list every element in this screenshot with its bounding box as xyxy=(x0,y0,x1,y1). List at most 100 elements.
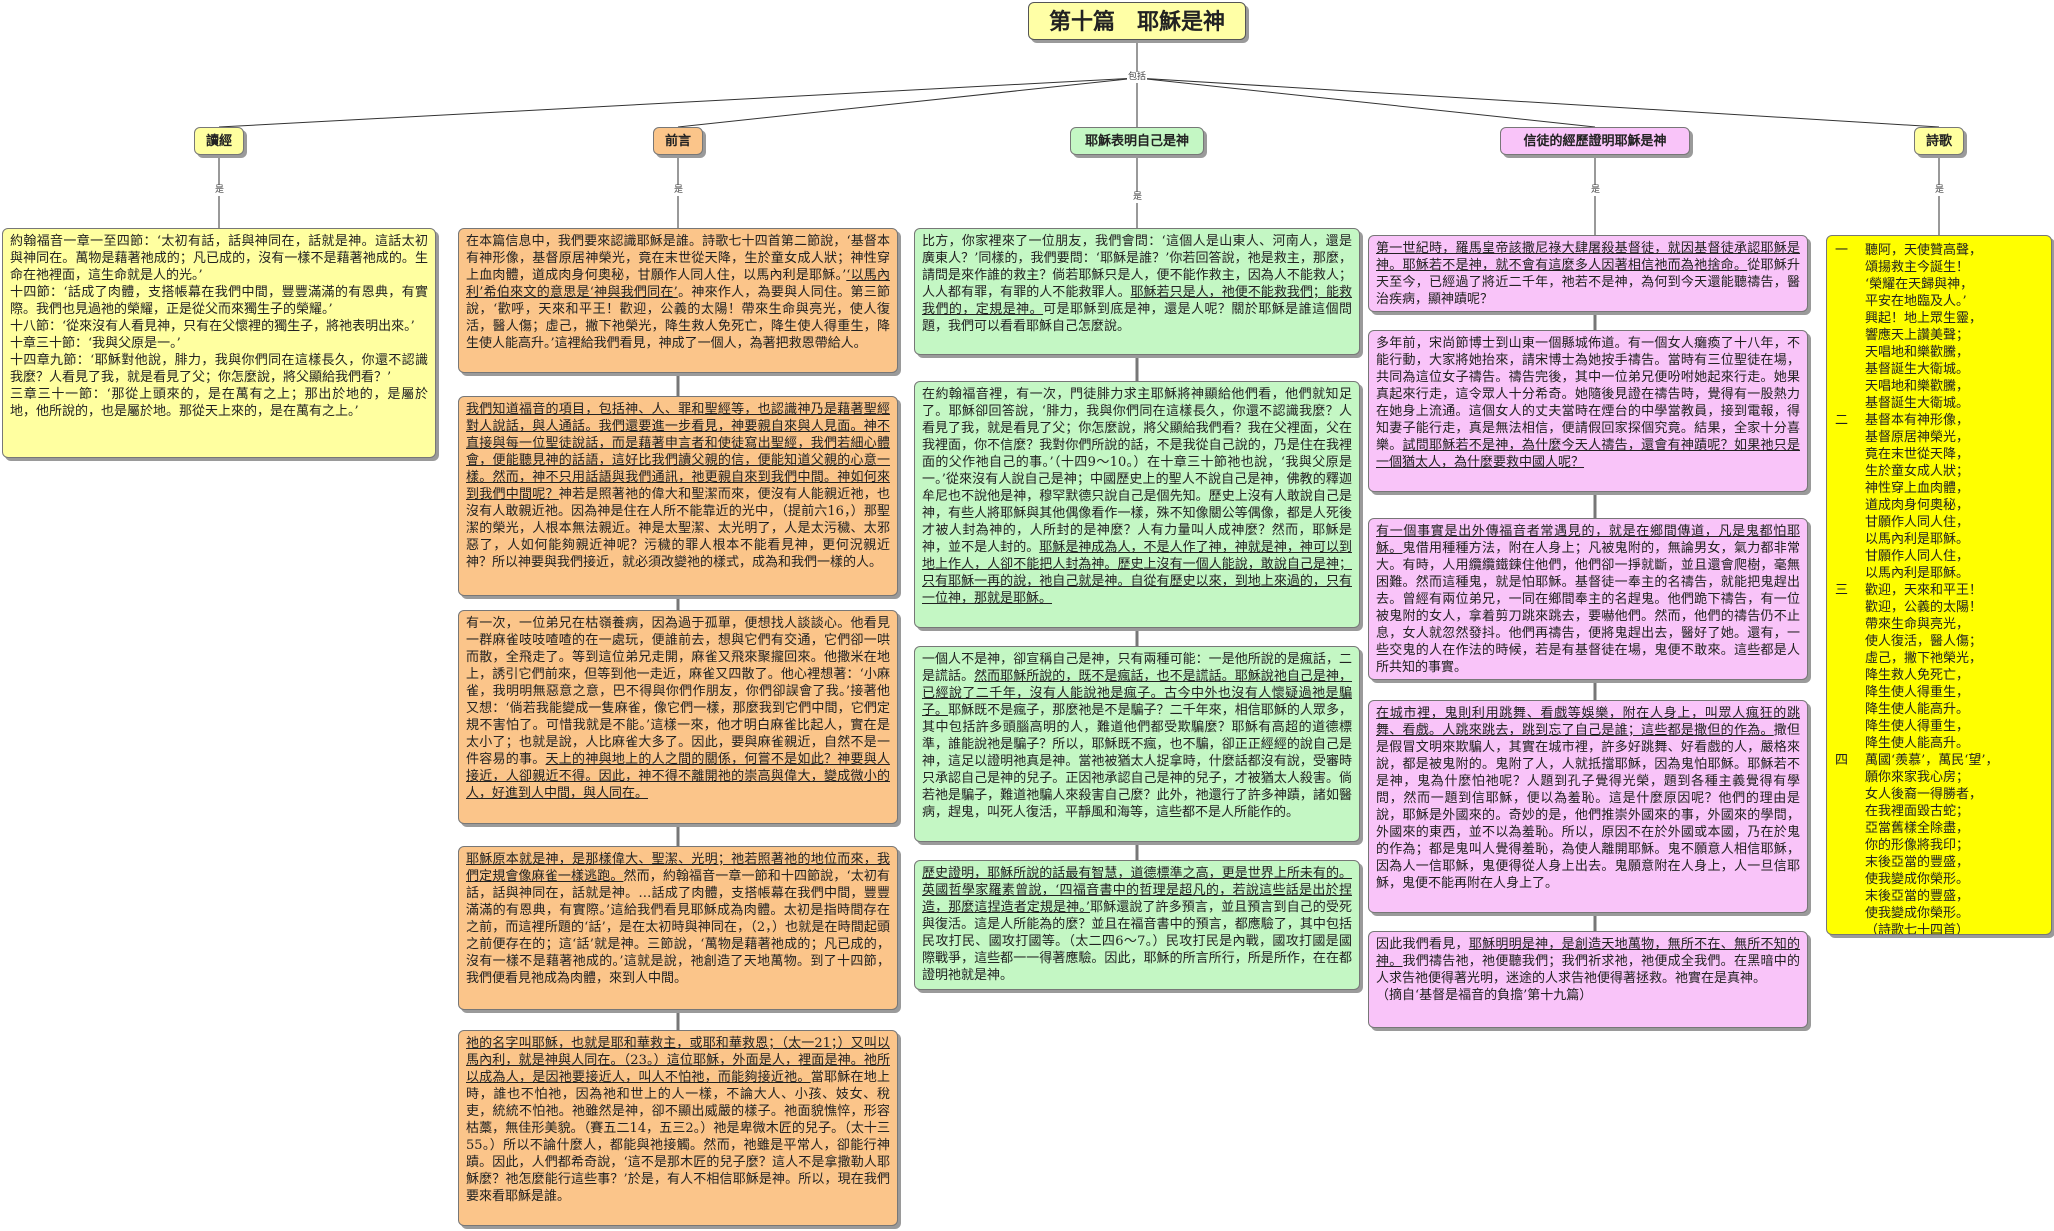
hymn-line-text: 以馬內利是耶穌。 xyxy=(1865,566,1970,581)
hymn-stanza-number xyxy=(1835,888,1865,905)
hymn-line: 天唱地和樂歡騰， xyxy=(1835,344,2043,361)
hymn-stanza-number xyxy=(1835,837,1865,854)
hymn-line: 甘願作人同人住， xyxy=(1835,514,2043,531)
hymn-stanza-number xyxy=(1835,565,1865,582)
card-text-underlined: 歷史證明，耶穌所說的話最有智慧，道德標準之高，更是世界上所未有的。英國哲學家羅素… xyxy=(922,866,1352,915)
hymn-line-text: 在我裡面毀古蛇； xyxy=(1865,804,1970,819)
experience-card-1: 第一世紀時，羅馬皇帝該撒尼祿大肆屠殺基督徒，就因基督徒承認耶穌是神。耶穌若不是神… xyxy=(1368,235,1808,312)
hymn-stanza-number xyxy=(1835,378,1865,395)
card-text: 耶穌既不是瘋子，那麼祂是不是騙子？二千年來，相信耶穌的人眾多，其中包括許多頭腦高… xyxy=(922,703,1352,820)
hymn-line: 神性穿上血肉體， xyxy=(1835,480,2043,497)
card-text-underlined: 耶穌原本就是神，是那樣偉大、聖潔、光明；祂若照著祂的地位而來，我們定規會像麻雀一… xyxy=(466,852,890,884)
connector-label-is: 是 xyxy=(1934,185,1946,196)
hymn-line: 平安在地臨及人。’ xyxy=(1835,293,2043,310)
hymn-source: （詩歌七十四首） xyxy=(1865,923,1970,935)
hymn-line: 一聽阿，天使贊高聲， xyxy=(1835,242,2043,259)
preface-card-3: 有一次，一位弟兄在枯嶺養病，因為過于孤單，便想找人談談心。他看見一群麻雀吱吱喳喳… xyxy=(458,610,898,824)
connector-label-is: 是 xyxy=(214,185,226,196)
experience-card-2: 多年前，宋尚節博士到山東一個縣城佈道。有一個女人癱瘓了十八年，不能行動，大家將她… xyxy=(1368,330,1808,492)
card-text: 因此我們看見， xyxy=(1376,937,1469,952)
hymn-line: 女人後裔一得勝者， xyxy=(1835,786,2043,803)
hymn-card: 一聽阿，天使贊高聲，頌揚救主今誕生！‘榮耀在天歸與神，平安在地臨及人。’興起！地… xyxy=(1826,235,2052,935)
card-text: 。神來作人，為要與人同住。第三節說，‘歡呼，天來和平王！歡迎，公義的太陽！帶來生… xyxy=(466,285,890,351)
card-text-underlined: 在城市裡，鬼則利用跳舞、看戲等娛樂，附在人身上，叫眾人瘋狂的跳舞、看戲。人跳來跳… xyxy=(1376,706,1800,738)
card-text: 我們禱告祂，祂便聽我們；我們祈求祂，祂便成全我們。在黑暗中的人求告祂便得著光明，… xyxy=(1376,954,1800,986)
hymn-line: 四萬國‘羨慕’，萬民‘望’， xyxy=(1835,752,2043,769)
reading-text: 三章三十一節：‘那從上頭來的，是在萬有之上；那出於地的，是屬於地，他所說的，也是… xyxy=(10,387,428,419)
card-text: 然而，約翰福音一章一節和十四節說，‘太初有話，話與神同在，話就是神。…話成了肉體… xyxy=(466,869,890,986)
hymn-line: 以馬內利是耶穌。 xyxy=(1835,565,2043,582)
hymn-line-text: 生於童女成人狀； xyxy=(1865,464,1970,479)
hymn-line-text: 末後亞當的豐盛， xyxy=(1865,889,1970,904)
hymn-line: 基督誕生大衛城。 xyxy=(1835,395,2043,412)
hymn-line: 甘願作人同人住， xyxy=(1835,548,2043,565)
hymn-line: 使人復活，醫人傷； xyxy=(1835,633,2043,650)
hymn-stanza-number xyxy=(1835,310,1865,327)
hymn-line: 以馬內利是耶穌。 xyxy=(1835,531,2043,548)
hymn-stanza-number xyxy=(1835,480,1865,497)
hymn-stanza-number xyxy=(1835,548,1865,565)
card-text: 神若是照著祂的偉大和聖潔而來，便沒有人能親近祂，也沒有人敢親近祂。因為神是住在人… xyxy=(466,487,890,570)
hymn-line-text: 使我變成你榮形。 xyxy=(1865,906,1970,921)
card-text-underlined: 有一個事實是出外傳福音者常遇見的，就是在鄉間傳道，凡是鬼都怕耶穌。 xyxy=(1376,524,1800,556)
hymn-line-text: 降生救人免死亡， xyxy=(1865,668,1970,683)
hymn-line-text: 基督原居神榮光， xyxy=(1865,430,1970,445)
hymn-stanza-number xyxy=(1835,429,1865,446)
hymn-line-text: 以馬內利是耶穌。 xyxy=(1865,532,1970,547)
hymn-stanza-number xyxy=(1835,446,1865,463)
hymn-stanza-number xyxy=(1835,650,1865,667)
hymn-line-text: 歡迎，公義的太陽！ xyxy=(1865,600,1983,615)
hymn-stanza-number xyxy=(1835,531,1865,548)
card-text-underlined: ‘以馬內利’希伯來文的意思是‘神與我們同在’ xyxy=(466,268,890,300)
hymn-stanza-number xyxy=(1835,327,1865,344)
hymn-stanza-number: 四 xyxy=(1835,753,1849,768)
diagram-title: 第十篇 耶穌是神 xyxy=(1028,2,1246,40)
hymn-line: 頌揚救主今誕生！ xyxy=(1835,259,2043,276)
experience-card-5: 因此我們看見，耶穌明明是神，是創造天地萬物，無所不在、無所不知的神。我們禱告祂，… xyxy=(1368,931,1808,1028)
hymn-line-text: 降生使人能高升。 xyxy=(1865,736,1970,751)
hymn-line: 竟在末世從天降， xyxy=(1835,446,2043,463)
hymn-line-text: 竟在末世從天降， xyxy=(1865,447,1970,462)
card-text-underlined: 我們知道福音的項目，包括神、人、罪和聖經等，也認識神乃是藉著聖經對人說話，與人通… xyxy=(466,402,890,502)
hymn-line: 降生使人得重生， xyxy=(1835,718,2043,735)
card-text: 耶穌還說了許多預言，並且預言到自己的受死與復活。這是人所能為的麼？並且在福音書中… xyxy=(922,900,1352,983)
hymn-line-text: 頌揚救主今誕生！ xyxy=(1865,260,1970,275)
hymn-stanza-number: 一 xyxy=(1835,243,1849,258)
hymn-line: 降生使人能高升。 xyxy=(1835,701,2043,718)
hymn-line-text: 使人復活，醫人傷； xyxy=(1865,634,1983,649)
hymn-line-text: 願你來家我心房； xyxy=(1865,770,1970,785)
hymn-line-text: 興起！地上眾生靈， xyxy=(1865,311,1983,326)
hymn-line-text: 女人後裔一得勝者， xyxy=(1865,787,1983,802)
card-text-underlined: 耶穌是神成為人，不是人作了神，神就是神，神可以到地上作人，人卻不能把人封為神。歷… xyxy=(922,540,1352,606)
reading-text: 十八節：‘從來沒有人看見神，只有在父懷裡的獨生子，將祂表明出來。’ xyxy=(10,319,415,334)
hymn-stanza-number xyxy=(1835,820,1865,837)
card-text: 一個人不是神，卻宣稱自己是神，只有兩種可能：一是他所說的是瘋話，二是謊話。 xyxy=(922,652,1352,684)
hymn-stanza-number xyxy=(1835,497,1865,514)
hymn-line: 帶來生命與亮光， xyxy=(1835,616,2043,633)
card-text-underlined: 第一世紀時，羅馬皇帝該撒尼祿大肆屠殺基督徒，就因基督徒承認耶穌是神。耶穌若不是神… xyxy=(1376,241,1800,273)
category-hymn: 詩歌 xyxy=(1914,127,1964,155)
connector-label-is: 是 xyxy=(673,185,685,196)
hymn-stanza-number xyxy=(1835,463,1865,480)
card-text: 從耶穌升天至今，已經過了將近二千年，祂若不是神，為何到今天還能聽禱告，醫治疾病，… xyxy=(1376,258,1800,307)
hymn-lines: 一聽阿，天使贊高聲，頌揚救主今誕生！‘榮耀在天歸與神，平安在地臨及人。’興起！地… xyxy=(1835,242,2043,922)
jesus-card-2: 在約翰福音裡，有一次，門徒腓力求主耶穌將神顯給他們看，他們就知足了。耶穌卻回答說… xyxy=(914,381,1360,628)
hymn-line-text: 天唱地和樂歡騰， xyxy=(1865,379,1970,394)
hymn-line: 天唱地和樂歡騰， xyxy=(1835,378,2043,395)
experience-card-3: 有一個事實是出外傳福音者常遇見的，就是在鄉間傳道，凡是鬼都怕耶穌。鬼借用種種方法… xyxy=(1368,518,1808,680)
card-text: 有一次，一位弟兄在枯嶺養病，因為過于孤單，便想找人談談心。他看見一群麻雀吱吱喳喳… xyxy=(466,616,890,767)
hymn-stanza-number: 二 xyxy=(1835,413,1849,428)
hymn-stanza-number xyxy=(1835,395,1865,412)
hymn-stanza-number xyxy=(1835,344,1865,361)
jesus-card-4: 歷史證明，耶穌所說的話最有智慧，道德標準之高，更是世界上所未有的。英國哲學家羅素… xyxy=(914,860,1360,990)
hymn-line: 降生救人免死亡， xyxy=(1835,667,2043,684)
hymn-stanza-number xyxy=(1835,684,1865,701)
hymn-stanza-number xyxy=(1835,701,1865,718)
preface-card-5: 祂的名字叫耶穌，也就是耶和華救主，或耶和華救恩；（太一21；）又叫以馬內利，就是… xyxy=(458,1030,898,1226)
reading-text: 十四章九節：‘耶穌對他說，腓力，我與你們同在這樣長久，你還不認識我麼？人看見了我… xyxy=(10,353,428,385)
hymn-line-text: 虛己，撇下祂榮光， xyxy=(1865,651,1983,666)
hymn-line: 虛己，撇下祂榮光， xyxy=(1835,650,2043,667)
card-text-underlined: 然而耶穌所說的，既不是瘋話，也不是謊話。耶穌說祂自己是神，已經說了二千年，沒有人… xyxy=(922,669,1352,718)
hymn-stanza-number xyxy=(1835,735,1865,752)
